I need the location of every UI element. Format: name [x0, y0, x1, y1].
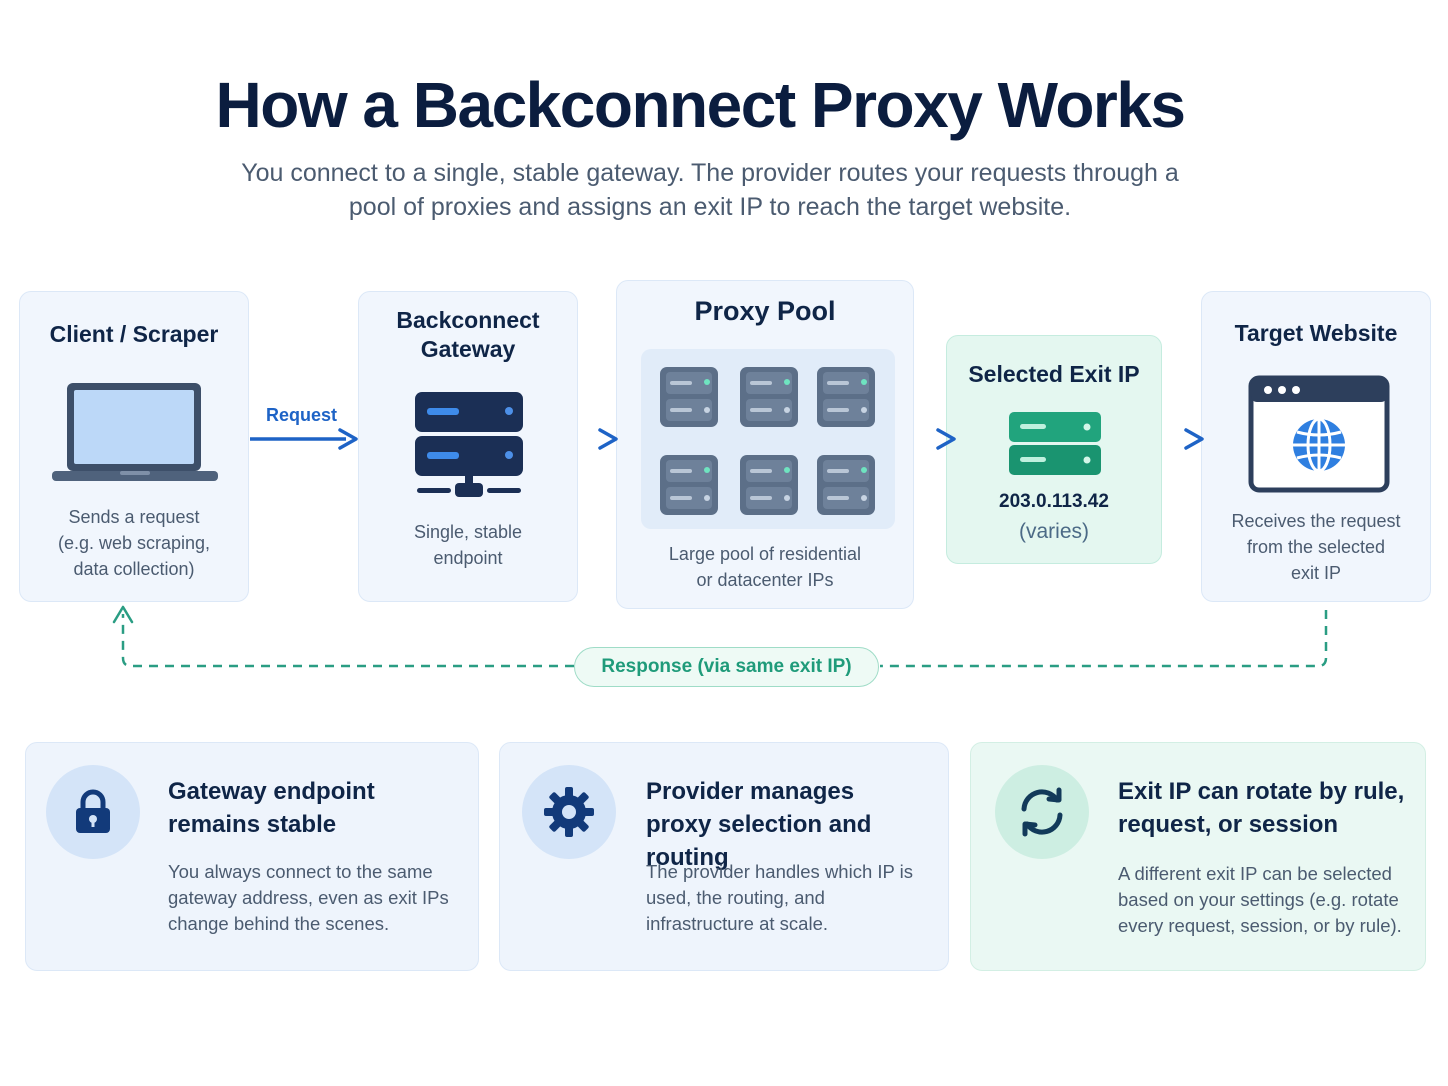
client-card: Client / Scraper Sends a request (e.g. w… [19, 291, 249, 602]
target-website-desc: Receives the request from the selected e… [1231, 511, 1401, 583]
refresh-icon [1021, 787, 1063, 837]
laptop-icon [52, 383, 218, 481]
pool-server [817, 367, 875, 427]
gateway-to-pool-arrow [556, 428, 618, 450]
feature-desc: The provider handles which IP is used, t… [646, 861, 914, 934]
proxy-pool-title: Proxy Pool [694, 296, 836, 326]
exit-ip-address: 203.0.113.42 [999, 491, 1109, 512]
pool-server [660, 455, 718, 515]
feature-card-provider-routing: Provider manages proxy selection and rou… [499, 742, 949, 971]
response-path [112, 605, 1328, 668]
refresh-icon-badge [995, 765, 1089, 859]
feature-title: Provider manages proxy selection and rou… [646, 778, 872, 871]
pool-server [817, 455, 875, 515]
client-title: Client / Scraper [49, 321, 219, 347]
server-icon [1009, 412, 1101, 475]
exit-ip-title: Selected Exit IP [968, 361, 1140, 387]
feature-title: Gateway endpoint remains stable [168, 778, 375, 838]
target-website-card: Target Website Receives the request from… [1201, 291, 1431, 602]
proxy-pool-card: Proxy Pool [616, 280, 914, 609]
globe-browser-icon [1248, 375, 1390, 493]
exit-ip-card: Selected Exit IP 203.0.113.42 (varies) [946, 335, 1162, 564]
gear-icon-badge [522, 765, 616, 859]
flow-arrows [112, 428, 1328, 668]
response-label: Response (via same exit IP) [574, 647, 879, 687]
client-desc: Sends a request (e.g. web scraping, data… [57, 507, 211, 579]
pool-to-exit-arrow [892, 428, 956, 450]
gateway-title: Backconnect Gateway [396, 307, 540, 362]
feature-desc: A different exit IP can be selected base… [1118, 863, 1402, 936]
gear-icon [544, 787, 594, 837]
gateway-desc: Single, stable endpoint [413, 522, 523, 568]
feature-title: Exit IP can rotate by rule, request, or … [1118, 778, 1405, 838]
lock-icon [76, 789, 110, 833]
pool-server [660, 367, 718, 427]
feature-card-ip-rotation: Exit IP can rotate by rule, request, or … [970, 742, 1426, 971]
server-stack-icon [415, 392, 523, 497]
server-grid-icon [641, 349, 895, 529]
pool-server [740, 455, 798, 515]
exit-to-target-arrow [1140, 428, 1204, 450]
lock-icon-badge [46, 765, 140, 859]
exit-ip-note: (varies) [1018, 520, 1089, 543]
gateway-card: Backconnect Gateway Single, stable endpo… [358, 291, 578, 602]
feature-desc: You always connect to the same gateway a… [168, 861, 449, 934]
target-website-title: Target Website [1234, 320, 1398, 346]
feature-card-stable-gateway: Gateway endpoint remains stable You alwa… [25, 742, 479, 971]
page-title: How a Backconnect Proxy Works [215, 69, 1187, 141]
page-subtitle: You connect to a single, stable gateway.… [241, 159, 1179, 221]
proxy-pool-desc: Large pool of residential or datacenter … [668, 544, 862, 590]
request-label: Request [266, 405, 338, 425]
pool-server [740, 367, 798, 427]
request-arrow [250, 428, 358, 450]
